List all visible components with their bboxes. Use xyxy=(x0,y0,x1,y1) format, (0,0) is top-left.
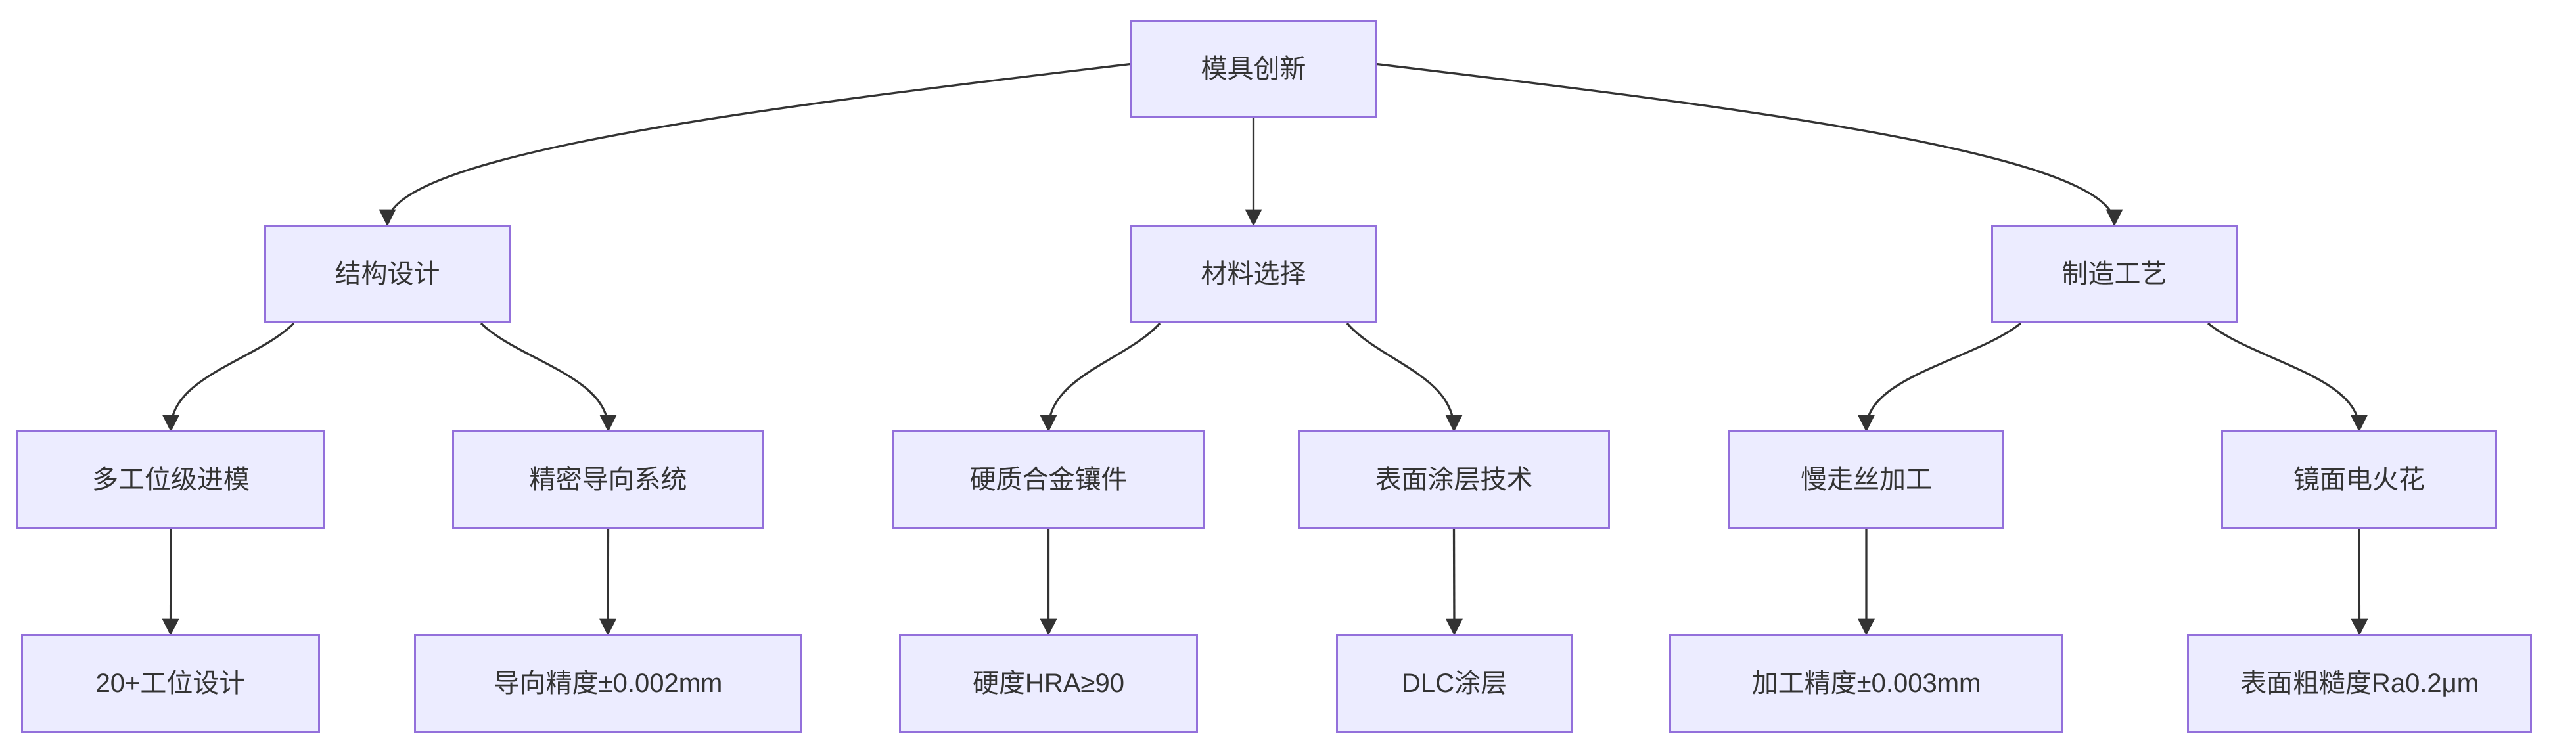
edge-root-to-process xyxy=(1376,62,2123,227)
node-precision-guide-system: 精密导向系统 xyxy=(452,430,764,529)
edge-process-to-mirrorEdm xyxy=(2207,322,2368,432)
node-hardness-spec: 硬度HRA≥90 xyxy=(899,634,1198,733)
node-dlc-coating-spec: DLC涂层 xyxy=(1336,634,1573,733)
node-surface-coating-technology: 表面涂层技术 xyxy=(1298,430,1610,529)
node-machining-precision-spec: 加工精度±0.003mm xyxy=(1669,634,2063,733)
node-multi-station-progressive-die: 多工位级进模 xyxy=(16,430,325,529)
node-station-design-spec: 20+工位设计 xyxy=(21,634,320,733)
edge-material-to-coatingTech xyxy=(1346,322,1463,432)
node-surface-roughness-spec: 表面粗糙度Ra0.2μm xyxy=(2187,634,2532,733)
edge-structure-to-guideSystem xyxy=(480,322,617,432)
node-mold-innovation: 模具创新 xyxy=(1130,20,1377,118)
edge-material-to-carbideInsert xyxy=(1040,322,1161,432)
node-mirror-edm: 镜面电火花 xyxy=(2221,430,2497,529)
edge-structure-to-multiStation xyxy=(162,322,295,432)
edge-coatingTech-to-dlcCoating xyxy=(1445,528,1463,636)
node-carbide-insert: 硬质合金镶件 xyxy=(892,430,1205,529)
edge-mirrorEdm-to-surfaceRoughness xyxy=(2351,528,2368,636)
edge-root-to-structure xyxy=(379,62,1131,227)
node-manufacturing-process: 制造工艺 xyxy=(1991,225,2238,323)
edge-process-to-wireEdm xyxy=(1858,322,2022,432)
node-material-selection: 材料选择 xyxy=(1130,225,1377,323)
node-guide-precision-spec: 导向精度±0.002mm xyxy=(414,634,802,733)
edge-guideSystem-to-guidePrecision xyxy=(599,528,617,636)
node-slow-wire-edm: 慢走丝加工 xyxy=(1728,430,2004,529)
node-structural-design: 结构设计 xyxy=(264,225,511,323)
edge-multiStation-to-stationDesign xyxy=(162,528,179,636)
